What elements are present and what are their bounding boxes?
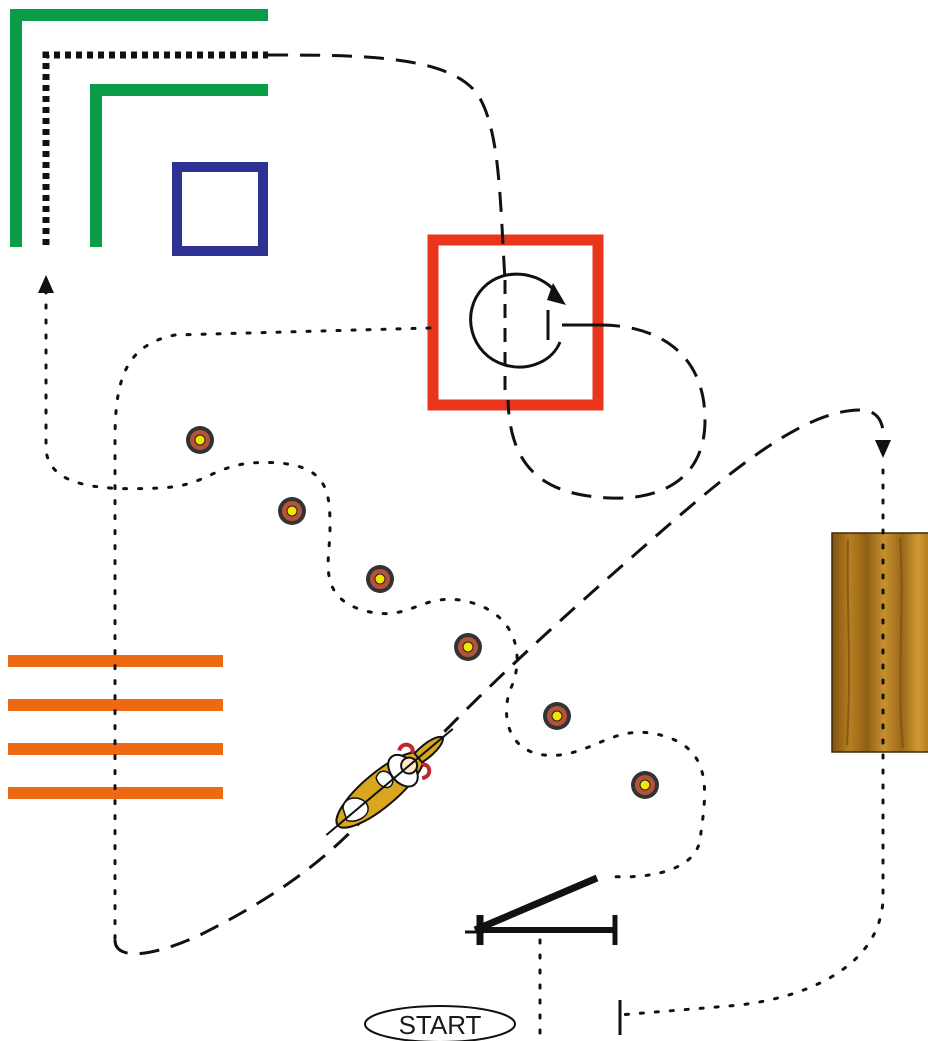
green-corner-corridor xyxy=(10,9,268,247)
dashed-loop-right xyxy=(506,323,707,500)
start-label: START xyxy=(399,1010,482,1040)
up-arrow-icon xyxy=(38,275,54,293)
slalom-cone-icon xyxy=(278,497,306,525)
slalom-cone-icon xyxy=(366,565,394,593)
gate xyxy=(465,874,618,945)
volte-circle-arrow xyxy=(469,272,600,400)
slalom-cone-icon xyxy=(454,633,482,661)
start-marker: START xyxy=(364,1005,516,1041)
dashed-path-top xyxy=(267,53,507,281)
blue-box xyxy=(172,162,268,256)
wooden-bridge xyxy=(831,532,928,753)
inner-corridor-rail xyxy=(90,84,268,247)
dashed-diagonal-path xyxy=(113,408,885,956)
slalom-cones xyxy=(186,426,659,799)
ground-poles xyxy=(8,655,223,799)
slalom-dotted-path xyxy=(44,288,707,942)
slalom-cone-icon xyxy=(631,771,659,799)
down-arrow-icon xyxy=(875,440,891,458)
horse-rider-icon xyxy=(325,728,454,836)
slalom-cone-icon xyxy=(543,702,571,730)
slalom-cone-icon xyxy=(186,426,214,454)
outer-corridor-rail xyxy=(10,9,268,247)
corridor-dotted-path xyxy=(42,51,268,245)
red-box xyxy=(427,234,604,411)
